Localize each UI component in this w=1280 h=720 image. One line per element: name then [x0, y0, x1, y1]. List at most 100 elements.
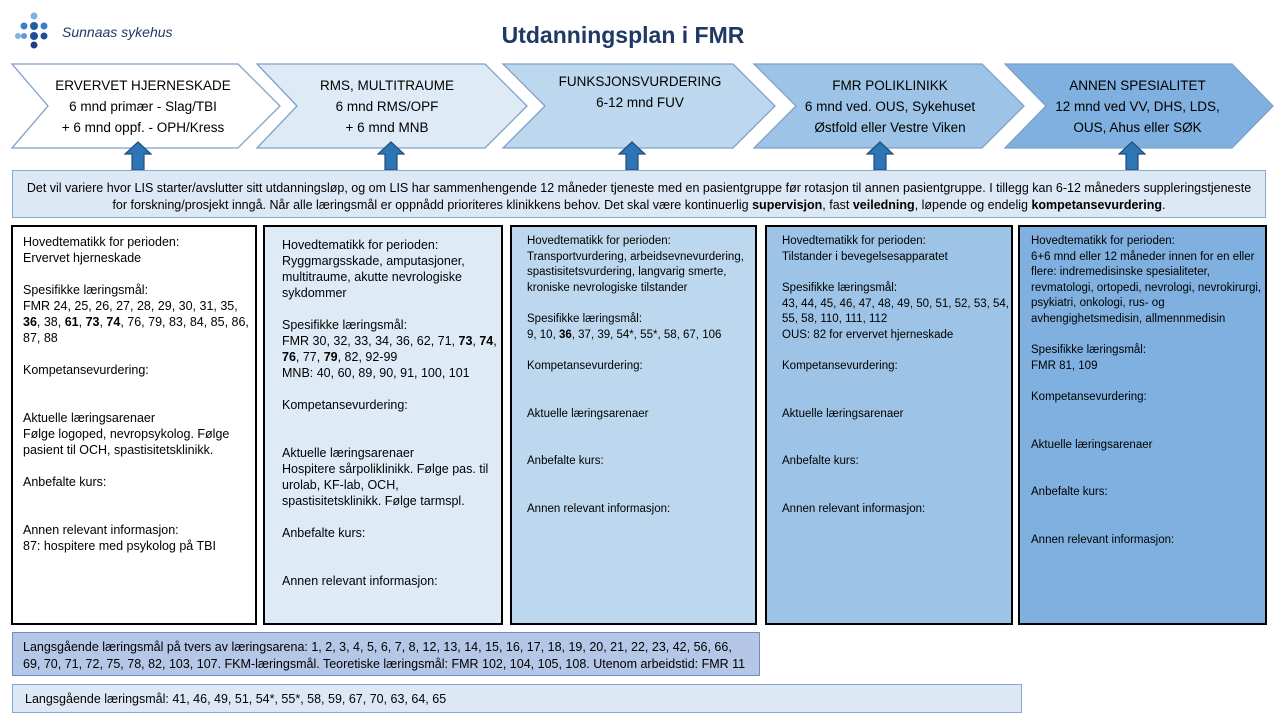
laeringsmaal-value: 9, 10, 36, 37, 39, 54*, 55*, 58, 67, 106	[527, 328, 755, 344]
kompetanse-label: Kompetansevurdering:	[282, 398, 408, 412]
laeringsmaal-label: Spesifikke læringsmål:	[282, 318, 408, 332]
laeringsmaal-mnb: MNB: 40, 60, 89, 90, 91, 100, 101	[282, 366, 470, 380]
tema-value: Ryggmargsskade, amputasjoner, multitraum…	[282, 254, 465, 300]
kurs-label: Anbefalte kurs:	[282, 526, 366, 540]
laeringsmaal-section: Spesifikke læringsmål: 43, 44, 45, 46, 4…	[782, 281, 1011, 343]
kompetanse-label: Kompetansevurdering:	[1031, 391, 1147, 403]
goal-text: , 76, 79, 83, 84, 85, 86, 87, 88	[23, 315, 249, 345]
chevron-4-label: FMR POLIKLINIKK 6 mnd ved. OUS, Sykehuse…	[790, 62, 990, 150]
goal-number-bold: 79	[323, 350, 338, 364]
up-arrow-icon	[618, 141, 646, 171]
arena-section: Aktuelle læringsarenaer	[782, 407, 1011, 423]
annen-label: Annen relevant informasjon:	[23, 523, 179, 537]
goal-number-bold: 61	[64, 315, 79, 329]
tema-label: Hovedtematikk for perioden:	[23, 235, 180, 249]
laeringsmaal-value: FMR 81, 109	[1031, 359, 1265, 375]
chevron-5-title: ANNEN SPESIALITET	[1069, 77, 1206, 93]
kompetanse-section: Kompetansevurdering:	[23, 362, 255, 378]
kurs-section: Anbefalte kurs:	[527, 454, 755, 470]
chevron-5-line-2: 12 mnd ved VV, DHS, LDS,	[1055, 98, 1220, 114]
goal-text: FMR 81, 109	[1031, 359, 1098, 372]
tema-section: Hovedtematikk for perioden: Ervervet hje…	[23, 234, 255, 266]
chevron-4-line-2: 6 mnd ved. OUS, Sykehuset	[804, 98, 976, 114]
arena-label: Aktuelle læringsarenaer	[1031, 438, 1153, 451]
kurs-label: Anbefalte kurs:	[527, 455, 604, 467]
logo-dots-icon	[15, 12, 48, 49]
laeringsmaal-ous: OUS: 82 for ervervet hjerneskade	[782, 328, 954, 341]
chevron-2-title: RMS, MULTITRAUME	[320, 77, 454, 93]
info-bold-supervisjon: supervisjon	[752, 198, 823, 212]
goal-text: , 38,	[36, 315, 65, 329]
goal-number-bold: 74	[106, 315, 121, 329]
kurs-label: Anbefalte kurs:	[782, 455, 859, 467]
chevron-1-line-2: 6 mnd primær - Slag/TBI	[69, 98, 217, 114]
goal-text: FMR 30, 32, 33, 34, 36, 62, 71,	[282, 334, 459, 348]
longitudinal-goals-across-arenas: Langsgående læringsmål på tvers av lærin…	[12, 632, 760, 676]
kurs-label: Anbefalte kurs:	[1031, 486, 1108, 498]
tema-section: Hovedtematikk for perioden: Transportvur…	[527, 234, 755, 296]
up-arrow-icon	[1118, 141, 1146, 171]
laeringsmaal-value: 43, 44, 45, 46, 47, 48, 49, 50, 51, 52, …	[782, 297, 1011, 328]
annen-value: 87: hospitere med psykolog på TBI	[23, 539, 216, 553]
annen-label: Annen relevant informasjon:	[1031, 533, 1175, 546]
annen-section: Annen relevant informasjon:	[282, 573, 501, 589]
goal-number-bold: 36	[558, 328, 572, 341]
tema-section: Hovedtematikk for perioden: Tilstander i…	[782, 234, 1011, 265]
chevron-4-shape	[752, 63, 1025, 149]
laeringsmaal-section: Spesifikke læringsmål: FMR 30, 32, 33, 3…	[282, 317, 501, 381]
goal-number-bold: 36	[23, 315, 37, 329]
goal-text: ,	[472, 334, 480, 348]
goal-number-bold: 73	[458, 334, 473, 348]
kompetanse-section: Kompetansevurdering:	[527, 359, 755, 375]
chevron-1-shape	[10, 63, 281, 149]
arena-section: Aktuelle læringsarenaer	[1031, 438, 1265, 454]
kurs-section: Anbefalte kurs:	[282, 525, 501, 541]
goal-text: FMR 24, 25, 26, 27, 28, 29, 30, 31, 35,	[23, 299, 238, 313]
arena-label: Aktuelle læringsarenaer	[782, 407, 904, 420]
tema-value: 6+6 mnd eller 12 måneder innen for en el…	[1031, 250, 1262, 325]
laeringsmaal-label: Spesifikke læringsmål:	[527, 313, 643, 325]
laeringsmaal-section: Spesifikke læringsmål: FMR 81, 109	[1031, 343, 1265, 374]
goal-text: ,	[99, 315, 107, 329]
kompetanse-label: Kompetansevurdering:	[782, 360, 898, 372]
chevron-4-line-3: Østfold eller Vestre Viken	[814, 119, 966, 135]
kompetanse-section: Kompetansevurdering:	[1031, 390, 1265, 406]
chevron-3-title: FUNKSJONSVURDERING	[558, 74, 722, 89]
annen-label: Annen relevant informasjon:	[527, 502, 671, 515]
column-rms-multitraume: Hovedtematikk for perioden: Ryggmargsska…	[263, 225, 503, 625]
info-text-1: Det vil variere hvor LIS starter/avslutt…	[26, 181, 1252, 212]
annen-section: Annen relevant informasjon:	[782, 502, 1011, 518]
goal-text: ,	[493, 334, 497, 348]
chevron-3-line-2: 6-12 mnd FUV	[596, 95, 684, 110]
arena-label: Aktuelle læringsarenaer	[282, 446, 415, 460]
chevron-3-shape	[501, 63, 776, 149]
up-arrow-icon	[866, 141, 894, 171]
tema-section: Hovedtematikk for perioden: 6+6 mnd elle…	[1031, 234, 1265, 327]
laeringsmaal-label: Spesifikke læringsmål:	[23, 283, 149, 297]
laeringsmaal-section: Spesifikke læringsmål: 9, 10, 36, 37, 39…	[527, 312, 755, 343]
chevron-2-shape	[255, 63, 528, 149]
arena-label: Aktuelle læringsarenaer	[527, 407, 649, 420]
laeringsmaal-label: Spesifikke læringsmål:	[1031, 344, 1147, 356]
arena-value: Hospitere sårpoliklinikk. Følge pas. til…	[282, 462, 489, 508]
up-arrow-icon	[377, 141, 405, 171]
chevron-3-label: FUNKSJONSVURDERING 6-12 mnd FUV	[545, 62, 735, 150]
goal-text: ,	[78, 315, 86, 329]
goal-number-bold: 76	[282, 350, 296, 364]
column-funksjonsvurdering: Hovedtematikk for perioden: Transportvur…	[510, 225, 757, 625]
arena-section: Aktuelle læringsarenaer Følge logoped, n…	[23, 410, 255, 458]
annen-label: Annen relevant informasjon:	[282, 574, 438, 588]
goal-text: , 37, 39, 54*, 55*, 58, 67, 106	[571, 328, 722, 341]
annen-section: Annen relevant informasjon: 87: hospiter…	[23, 522, 255, 554]
annen-label: Annen relevant informasjon:	[782, 502, 926, 515]
kompetanse-label: Kompetansevurdering:	[527, 360, 643, 372]
laeringsmaal-value: FMR 24, 25, 26, 27, 28, 29, 30, 31, 35, …	[23, 298, 255, 346]
info-text-2: , fast	[822, 198, 853, 212]
chevron-5-label: ANNEN SPESIALITET 12 mnd ved VV, DHS, LD…	[1040, 62, 1235, 150]
arena-value: Følge logoped, nevropsykolog. Følge pasi…	[23, 427, 230, 457]
chevron-2-line-3: + 6 mnd MNB	[345, 119, 429, 135]
phase-chevrons: ERVERVET HJERNESKADE 6 mnd primær - Slag…	[0, 62, 1280, 150]
chevron-4-title: FMR POLIKLINIKK	[832, 77, 948, 93]
kompetanse-section: Kompetansevurdering:	[282, 397, 501, 413]
column-fmr-poliklinikk: Hovedtematikk for perioden: Tilstander i…	[765, 225, 1013, 625]
